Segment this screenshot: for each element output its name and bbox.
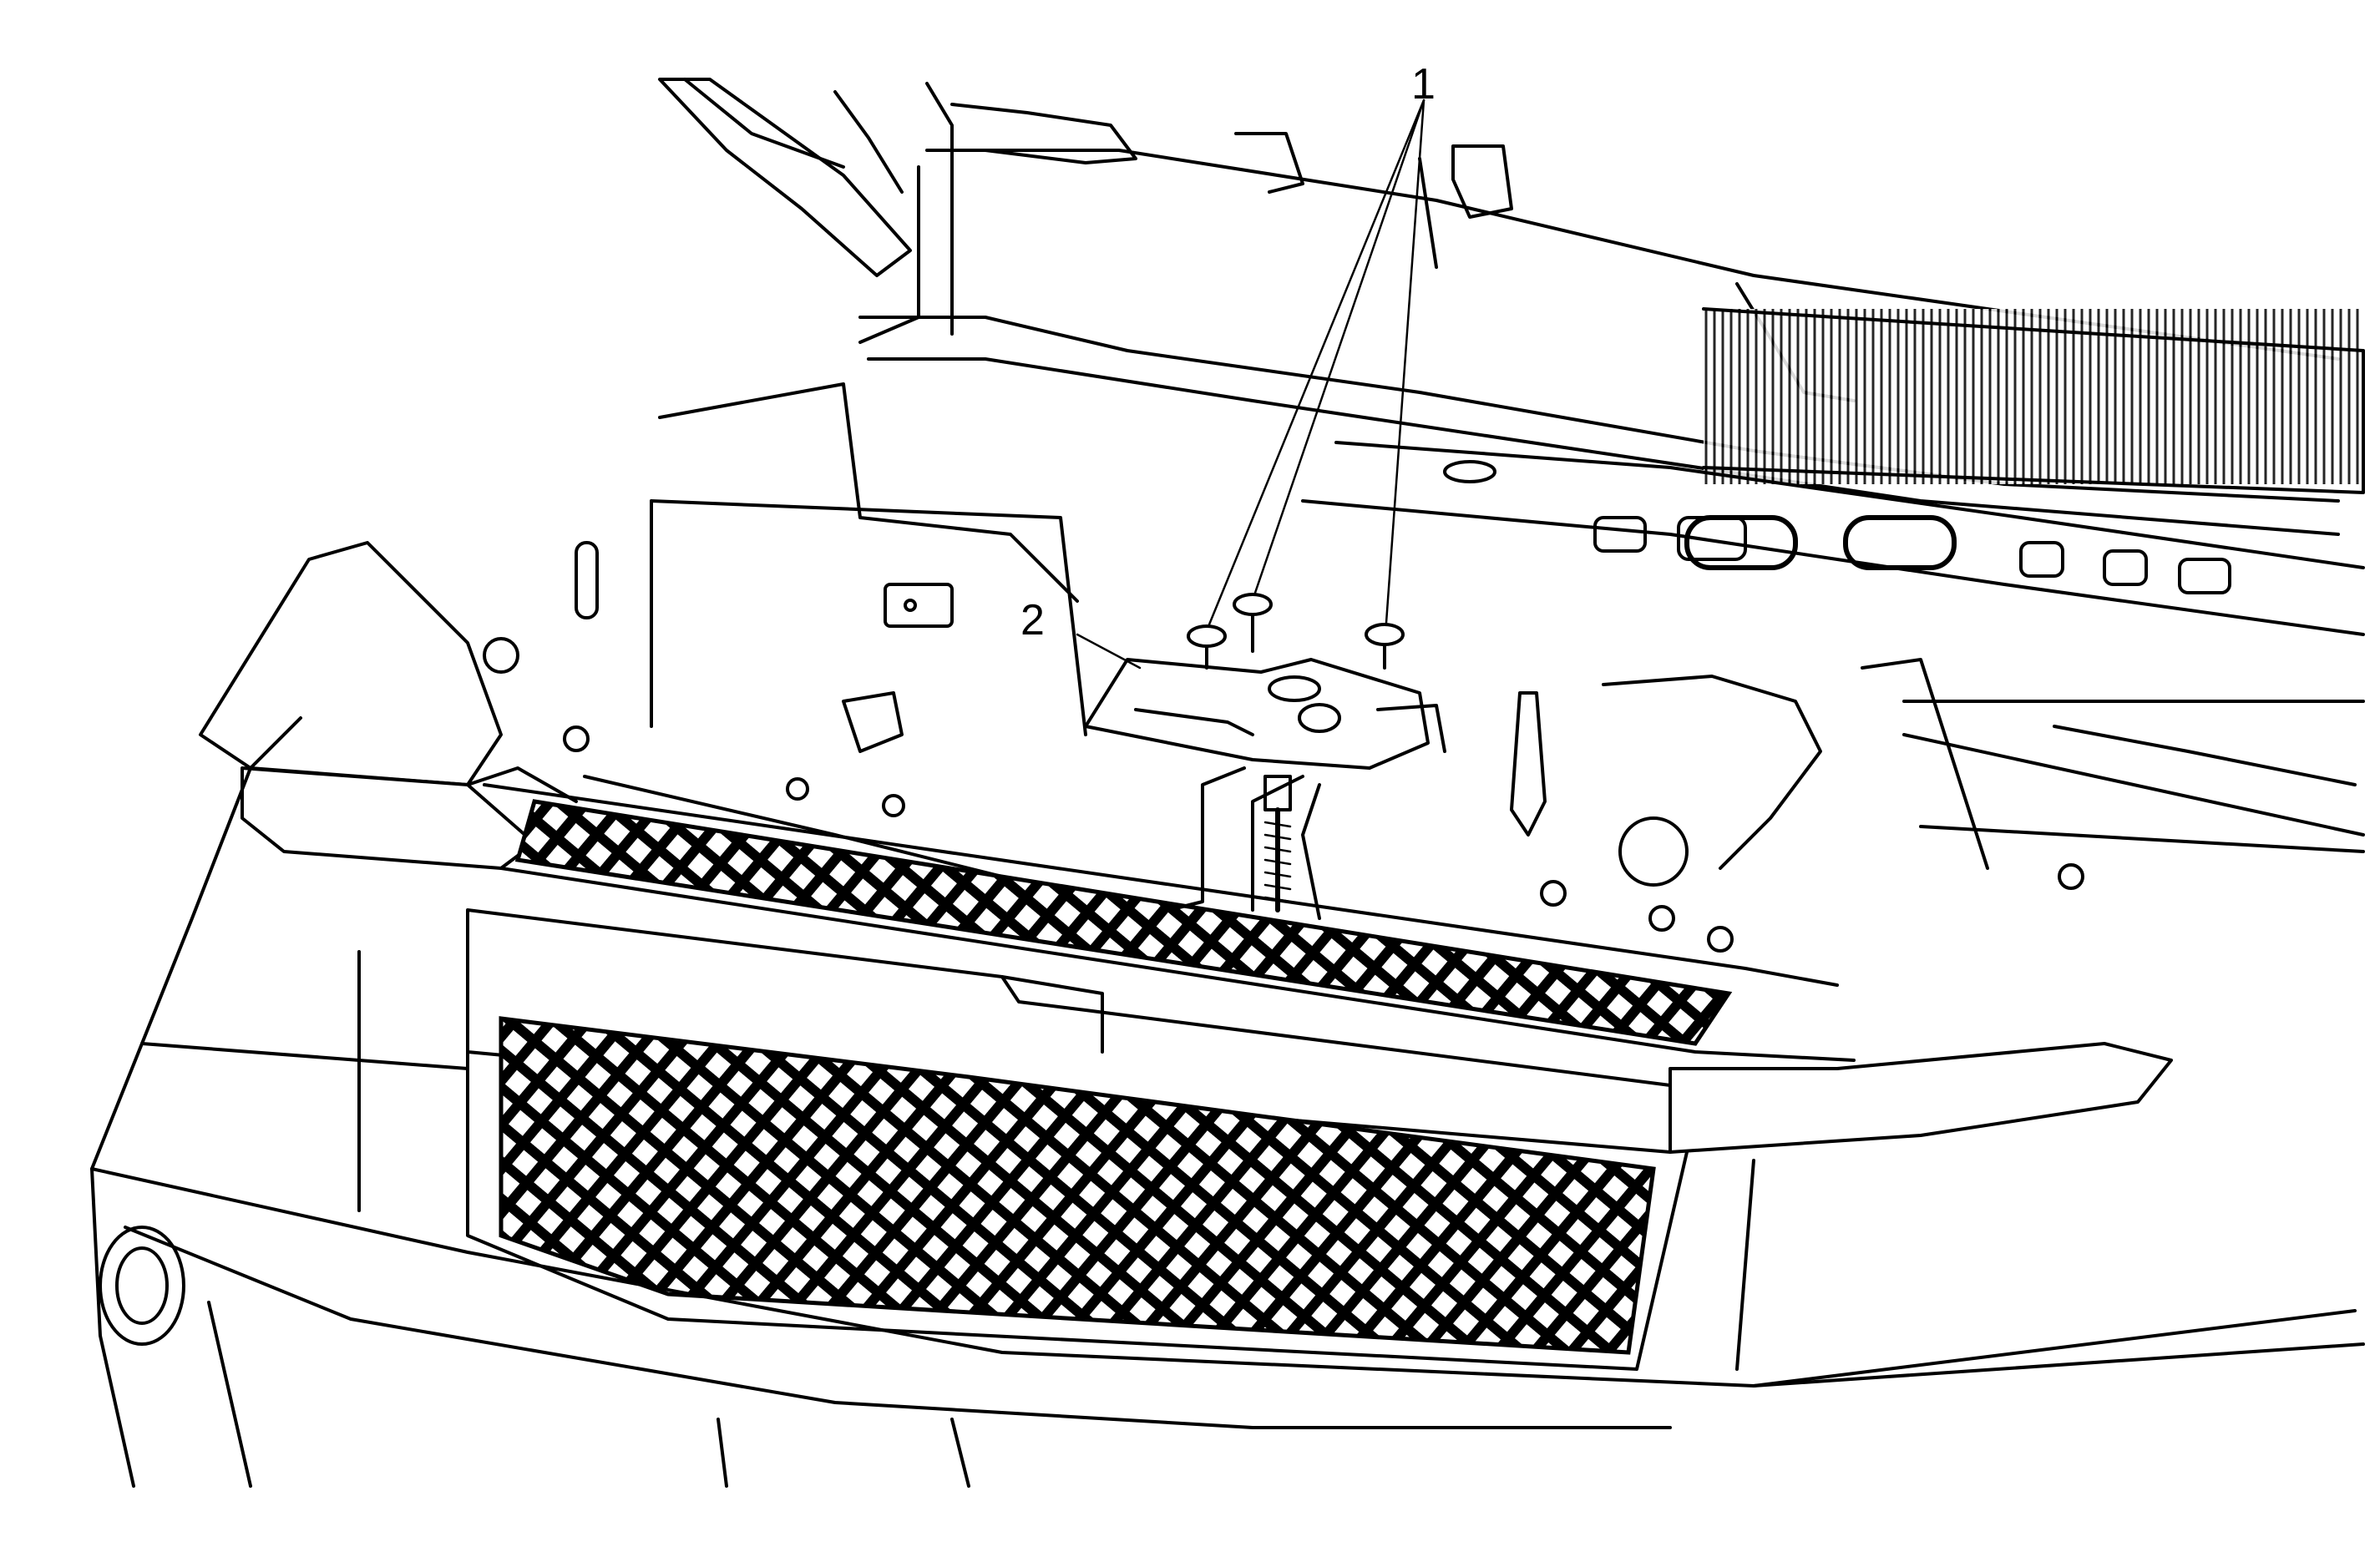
bolt-icon [1233, 593, 1273, 653]
bolt-icon [1187, 624, 1227, 670]
radiator-support [858, 149, 2365, 536]
bolt-icon [882, 794, 905, 817]
support-fasteners [483, 637, 2084, 953]
upper-tie-bar [1301, 441, 2365, 636]
callout-1: 1 [1411, 60, 1436, 109]
leader-line [1385, 99, 1425, 624]
bolt-icon [563, 725, 590, 752]
bolt-icon [1648, 905, 1675, 932]
bolt-icon [483, 637, 519, 674]
leader-line [1253, 99, 1425, 594]
right-headlamp [1669, 1042, 2173, 1154]
callout-2: 2 [1020, 596, 1045, 645]
leader-line [1076, 633, 1142, 670]
upper-grille [483, 783, 1856, 1062]
bolt-icon [1540, 880, 1567, 907]
bolt-icon [1365, 623, 1405, 670]
front-fascia [90, 766, 2365, 1488]
callout-leaders [1076, 99, 1425, 670]
leader-line [1208, 99, 1425, 626]
inner-fender-left [575, 382, 1087, 753]
lower-grille [466, 1000, 1689, 1371]
bolt-icon [786, 777, 809, 801]
latch-bracket-icon [1084, 658, 1446, 920]
hood-hinge-area [658, 78, 1513, 277]
latch-bolts [1187, 593, 1405, 670]
bolt-icon [2058, 863, 2084, 890]
engine-bay-right [1510, 658, 2365, 887]
bolt-icon [1707, 926, 1734, 953]
left-fender-headlamp [199, 541, 1037, 887]
